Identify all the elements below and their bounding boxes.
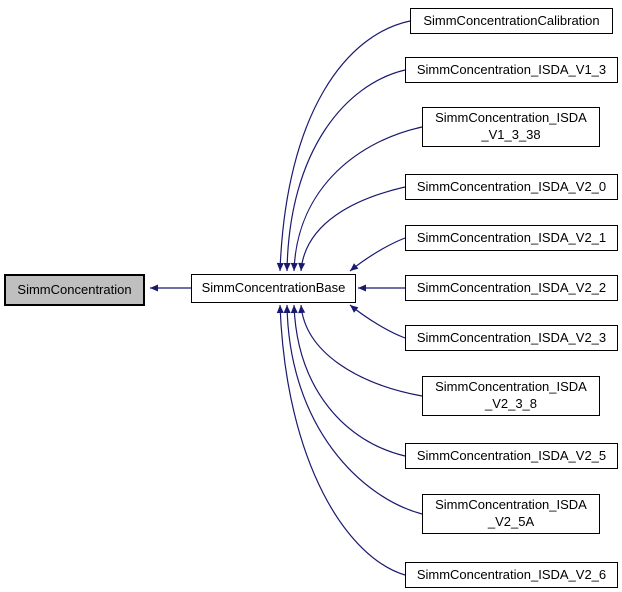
class-label-line-2: _V2_3_8 <box>484 396 538 411</box>
edge-calibration-to-base <box>276 20 411 272</box>
edge-isda-v2-0-to-base <box>298 186 406 272</box>
class-label: SimmConcentrationCalibration <box>423 12 600 28</box>
class-node-simmconcentration-isda-v1-3[interactable]: SimmConcentration_ISDA_V1_3 <box>405 57 618 83</box>
class-label: SimmConcentration_ISDA_V2_1 <box>416 229 607 245</box>
edge-isda-v2-5-to-base <box>290 304 406 457</box>
class-label: SimmConcentrationBase <box>201 280 346 296</box>
class-node-simmconcentration-isda-v2-5[interactable]: SimmConcentration_ISDA_V2_5 <box>405 443 618 469</box>
class-node-simmconcentration-isda-v1-3-38[interactable]: SimmConcentration_ISDA _V1_3_38 <box>422 107 600 147</box>
class-node-simmconcentration-isda-v2-5a[interactable]: SimmConcentration_ISDA _V2_5A <box>422 494 600 534</box>
class-node-simmconcentration-isda-v2-6[interactable]: SimmConcentration_ISDA_V2_6 <box>405 562 618 588</box>
edge-isda-v2-6-to-base <box>276 304 406 576</box>
class-label-line-1: SimmConcentration_ISDA <box>435 497 587 513</box>
class-node-simmconcentrationcalibration[interactable]: SimmConcentrationCalibration <box>410 8 613 34</box>
edge-isda-v2-1-to-base <box>349 237 406 272</box>
edge-isda-v2-3-8-to-base <box>298 304 423 397</box>
class-label: SimmConcentration_ISDA_V2_3 <box>416 329 607 345</box>
class-label: SimmConcentration_ISDA_V2_0 <box>416 178 607 194</box>
class-node-simmconcentration: SimmConcentration <box>4 274 145 306</box>
class-label: SimmConcentration_ISDA_V2_5 <box>416 447 607 463</box>
class-label-line-1: SimmConcentration_ISDA <box>435 379 587 395</box>
class-label-line-2: _V2_5A <box>487 514 535 529</box>
class-label: SimmConcentration <box>17 281 132 297</box>
class-label: SimmConcentration_ISDA_V2_6 <box>416 566 607 582</box>
class-node-simmconcentration-isda-v2-0[interactable]: SimmConcentration_ISDA_V2_0 <box>405 174 618 200</box>
class-label-line-2: _V1_3_38 <box>481 127 541 142</box>
class-label-line-1: SimmConcentration_ISDA <box>435 110 587 126</box>
class-label: SimmConcentration_ISDA_V1_3 <box>416 61 607 77</box>
class-node-simmconcentration-isda-v2-1[interactable]: SimmConcentration_ISDA_V2_1 <box>405 225 618 251</box>
class-label: SimmConcentration_ISDA_V2_2 <box>416 279 607 295</box>
class-node-simmconcentration-isda-v2-3[interactable]: SimmConcentration_ISDA_V2_3 <box>405 325 618 351</box>
edge-isda-v2-3-to-base <box>349 304 406 339</box>
edge-isda-v1-3-to-base <box>283 69 406 272</box>
class-node-simmconcentrationbase[interactable]: SimmConcentrationBase <box>191 274 356 303</box>
class-node-simmconcentration-isda-v2-3-8[interactable]: SimmConcentration_ISDA _V2_3_8 <box>422 376 600 416</box>
edge-isda-v1-3-38-to-base <box>290 126 423 272</box>
class-node-simmconcentration-isda-v2-2[interactable]: SimmConcentration_ISDA_V2_2 <box>405 275 618 301</box>
edge-isda-v2-5a-to-base <box>283 304 423 515</box>
